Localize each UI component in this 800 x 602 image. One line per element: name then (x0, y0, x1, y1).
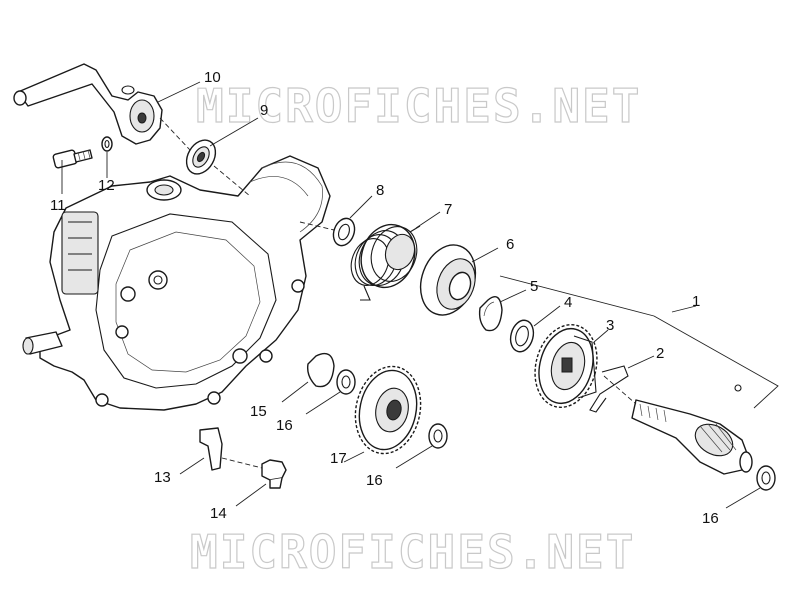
callout-8: 8 (376, 182, 384, 199)
callout-3: 3 (606, 317, 614, 334)
washer-8 (332, 217, 356, 247)
assembly-lines (159, 117, 637, 469)
bolt (261, 459, 287, 489)
circlip-15 (306, 352, 335, 388)
watermark-top: MICROFICHES.NET (196, 79, 641, 133)
washer-16b (428, 423, 448, 449)
kick-start-lever (13, 63, 163, 145)
callout-1: 1 (692, 293, 700, 310)
callout-2: 2 (656, 345, 664, 362)
leader-lines (61, 81, 779, 509)
callout-6: 6 (506, 236, 514, 253)
callout-13: 13 (154, 469, 171, 486)
washer-16a (336, 369, 356, 395)
callout-7: 7 (444, 201, 452, 218)
kick-start-shaft (631, 384, 753, 475)
drive-gear (534, 323, 598, 409)
callout-5: 5 (530, 278, 538, 295)
washer-16c (756, 465, 776, 491)
idler-gear (354, 365, 422, 455)
small-washer (101, 136, 113, 152)
callout-16-a: 16 (276, 417, 293, 434)
bracket (199, 427, 223, 471)
callout-11: 11 (50, 197, 66, 214)
ratchet-clip (589, 365, 629, 413)
circlip-5 (478, 296, 503, 332)
callout-9: 9 (260, 102, 268, 119)
screw (52, 149, 93, 169)
spring-guide (419, 244, 477, 316)
callout-17: 17 (330, 450, 347, 467)
callout-labels: 1 2 3 4 5 6 7 8 9 10 11 12 13 14 15 16 1… (50, 69, 719, 527)
callout-15: 15 (250, 403, 267, 420)
callout-16-b: 16 (366, 472, 383, 489)
kick-spring (350, 223, 421, 301)
callout-12: 12 (98, 177, 115, 194)
watermark-bottom: MICROFICHES.NET (190, 525, 635, 579)
callout-10: 10 (204, 69, 221, 86)
callout-16-c: 16 (702, 510, 719, 527)
crankcase-cover (22, 155, 331, 411)
washer-4 (509, 319, 535, 353)
callout-14: 14 (210, 505, 227, 522)
callout-4: 4 (564, 294, 572, 311)
oil-seal (185, 139, 217, 175)
